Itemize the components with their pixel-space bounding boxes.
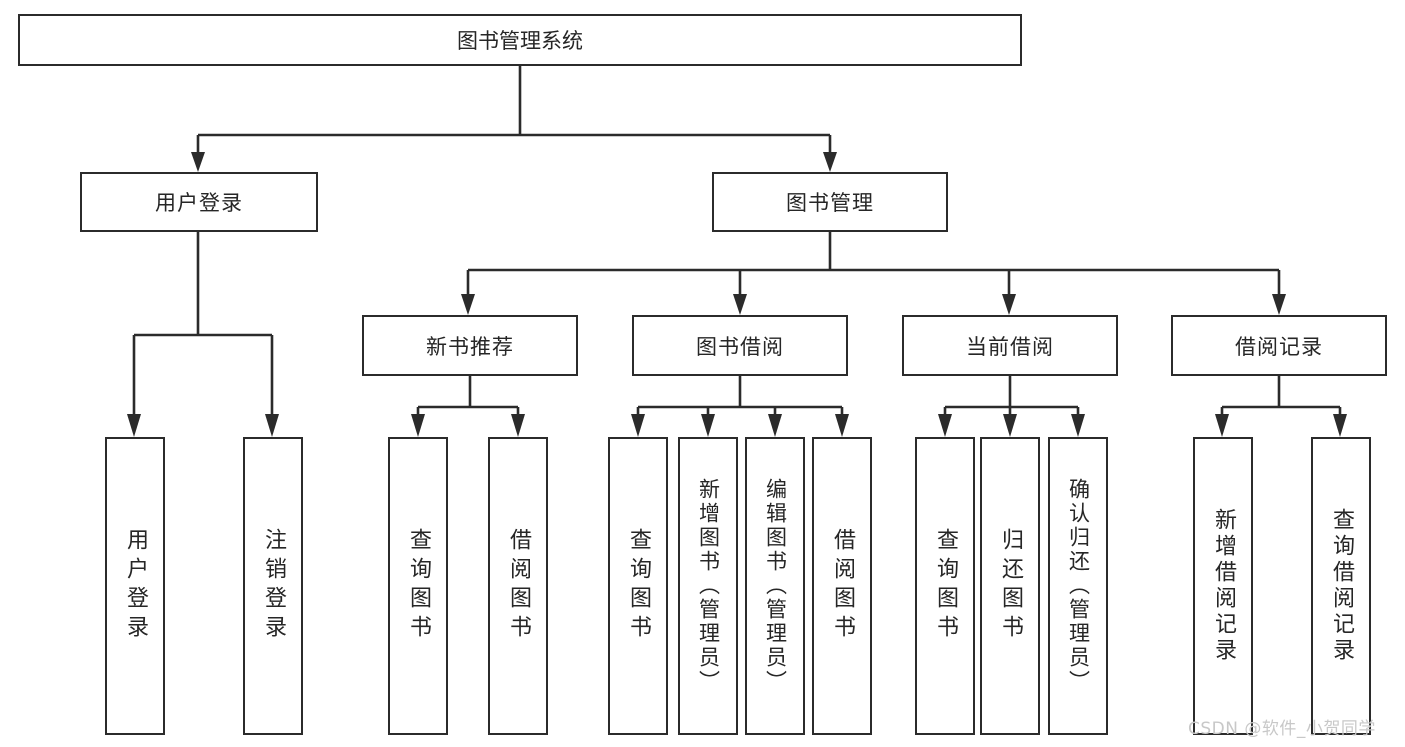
node-label: 新书推荐 (426, 334, 514, 359)
node-new-book-recommend[interactable]: 新书推荐 (362, 315, 578, 376)
node-label: 当前借阅 (966, 334, 1054, 359)
arrow-borrowrecord-leaf-1 (1215, 414, 1229, 437)
arrow-currentborrow-leaf-1 (938, 414, 952, 437)
arrow-logout-leaf (265, 414, 279, 437)
arrow-user-login (191, 152, 205, 172)
node-label: 确认归还（管理员） (1066, 478, 1091, 694)
node-label: 图书借阅 (696, 334, 784, 359)
leaf-confirm-return-admin[interactable]: 确认归还（管理员） (1048, 437, 1108, 735)
node-label: 借阅图书 (506, 528, 531, 644)
node-label: 借阅图书 (830, 528, 855, 644)
node-label: 查询图书 (406, 528, 431, 644)
node-label: 查询图书 (933, 528, 958, 644)
node-book-borrow[interactable]: 图书借阅 (632, 315, 848, 376)
arrow-bookborrow-leaf-1 (631, 414, 645, 437)
arrow-new-book-rec (461, 294, 475, 315)
arrow-current-borrow (1002, 294, 1016, 315)
arrow-currentborrow-leaf-2 (1003, 414, 1017, 437)
leaf-return-book[interactable]: 归还图书 (980, 437, 1040, 735)
leaf-query-book-current[interactable]: 查询图书 (915, 437, 975, 735)
node-user-login[interactable]: 用户登录 (80, 172, 318, 232)
node-label: 归还图书 (998, 528, 1023, 644)
node-label: 新增借阅记录 (1211, 508, 1236, 664)
arrow-bookborrow-leaf-3 (768, 414, 782, 437)
leaf-query-borrow-record[interactable]: 查询借阅记录 (1311, 437, 1371, 735)
leaf-borrow-book-newrec[interactable]: 借阅图书 (488, 437, 548, 735)
arrow-borrow-record (1272, 294, 1286, 315)
leaf-add-book-admin[interactable]: 新增图书（管理员） (678, 437, 738, 735)
node-label: 注销登录 (261, 528, 286, 644)
node-root-system[interactable]: 图书管理系统 (18, 14, 1022, 66)
node-label: 用户登录 (155, 191, 243, 215)
node-label: 查询图书 (626, 528, 651, 644)
arrow-bookborrow-leaf-2 (701, 414, 715, 437)
arrow-currentborrow-leaf-3 (1071, 414, 1085, 437)
leaf-query-book-borrow[interactable]: 查询图书 (608, 437, 668, 735)
node-label: 图书管理系统 (457, 29, 583, 53)
node-label: 查询借阅记录 (1329, 508, 1354, 664)
arrow-book-borrow (733, 294, 747, 315)
node-label: 借阅记录 (1235, 334, 1323, 359)
node-current-borrow[interactable]: 当前借阅 (902, 315, 1118, 376)
arrow-borrowrecord-leaf-2 (1333, 414, 1347, 437)
node-book-management[interactable]: 图书管理 (712, 172, 948, 232)
leaf-query-book-newrec[interactable]: 查询图书 (388, 437, 448, 735)
leaf-logout[interactable]: 注销登录 (243, 437, 303, 735)
arrow-user-login-leaf (127, 414, 141, 437)
node-label: 新增图书（管理员） (696, 478, 721, 694)
leaf-user-login[interactable]: 用户登录 (105, 437, 165, 735)
arrow-book-mgmt (823, 152, 837, 172)
node-borrow-record[interactable]: 借阅记录 (1171, 315, 1387, 376)
leaf-borrow-book[interactable]: 借阅图书 (812, 437, 872, 735)
watermark-text: CSDN @软件_小贺同学 (1188, 719, 1376, 739)
leaf-add-borrow-record[interactable]: 新增借阅记录 (1193, 437, 1253, 735)
leaf-edit-book-admin[interactable]: 编辑图书（管理员） (745, 437, 805, 735)
arrow-bookborrow-leaf-4 (835, 414, 849, 437)
node-label: 编辑图书（管理员） (763, 478, 788, 694)
node-label: 图书管理 (786, 191, 874, 215)
node-label: 用户登录 (123, 528, 148, 644)
arrow-newbook-leaf-1 (411, 414, 425, 437)
arrow-newbook-leaf-2 (511, 414, 525, 437)
